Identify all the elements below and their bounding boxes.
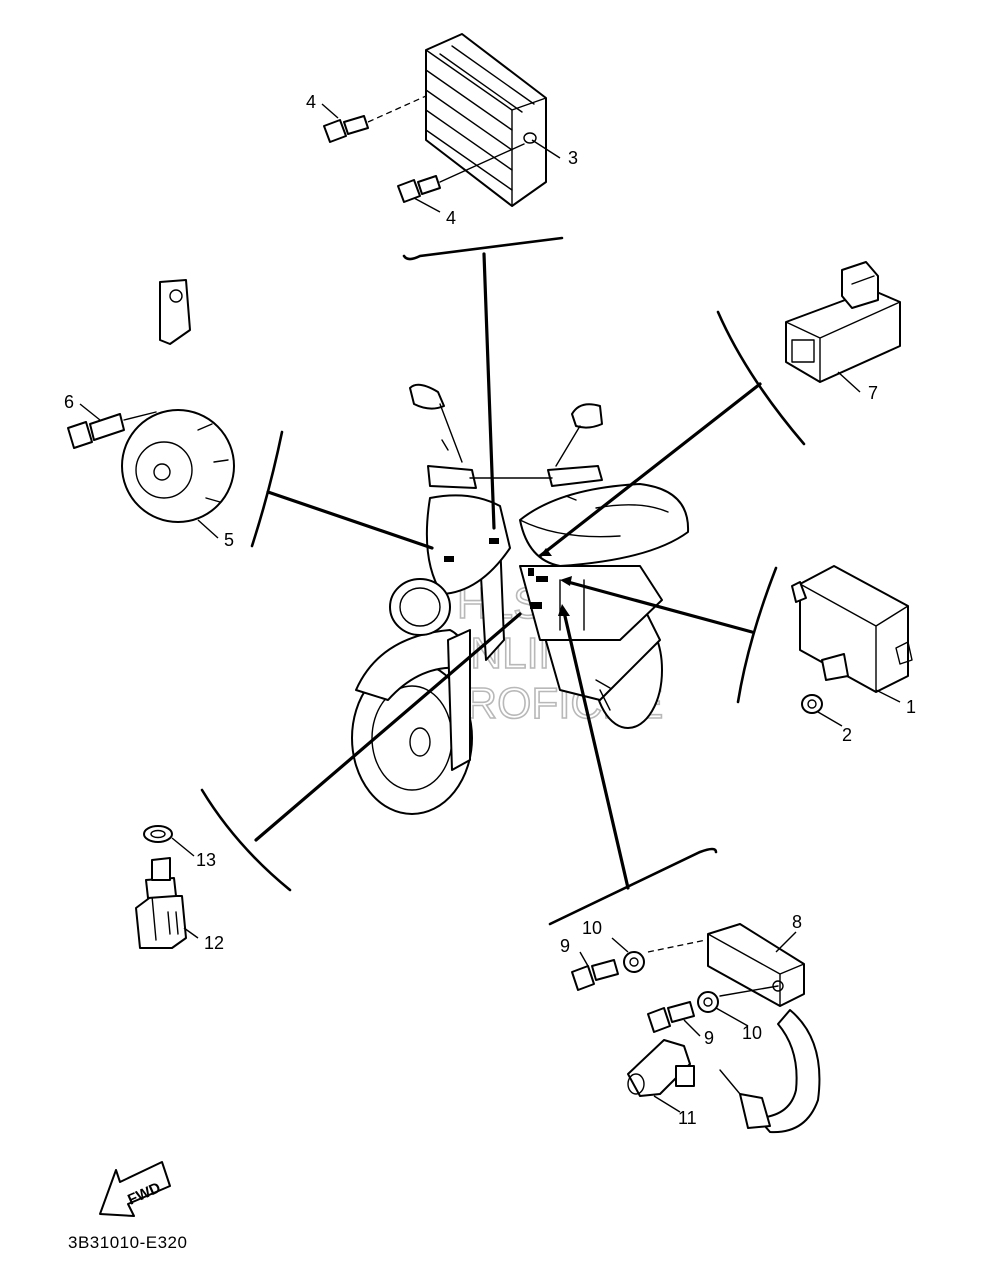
callout-9a: 9 [560, 936, 570, 956]
washer-coil-lower [697, 991, 719, 1013]
diagram-code: 3B31010-E320 [68, 1233, 187, 1252]
bolt-coil-lower [647, 1001, 695, 1033]
nut-cdi [801, 694, 823, 714]
cdi-unit [791, 565, 913, 693]
forward-direction-indicator: FWD [99, 1161, 171, 1217]
bolt-regulator-upper [323, 95, 427, 143]
gasket-switch [143, 825, 173, 843]
callout-1: 1 [906, 697, 916, 717]
callout-9b: 9 [704, 1028, 714, 1048]
regulator-rectifier [425, 33, 547, 207]
bolt-coil-upper [571, 959, 619, 991]
washer-coil-upper [623, 951, 645, 973]
motorcycle-illustration [351, 383, 690, 815]
callout-13: 13 [196, 850, 216, 870]
callout-10a: 10 [582, 918, 602, 938]
callout-numbers: 1 2 3 4 4 5 6 7 8 9 9 10 10 11 12 13 [64, 92, 916, 1128]
connector-relay [785, 261, 901, 383]
neutral-switch [135, 857, 187, 949]
callout-6: 6 [64, 392, 74, 412]
bolt-regulator-lower [397, 143, 525, 203]
callout-8: 8 [792, 912, 802, 932]
callout-3: 3 [568, 148, 578, 168]
callout-12: 12 [204, 933, 224, 953]
leader-lines [79, 103, 901, 1113]
ignition-coil [647, 923, 821, 1134]
callout-5: 5 [224, 530, 234, 550]
reference-lines [200, 236, 806, 926]
horn [121, 279, 235, 523]
callout-11: 11 [678, 1108, 697, 1128]
fwd-arrow-icon [99, 1161, 171, 1217]
callout-7: 7 [868, 383, 878, 403]
callout-4a: 4 [306, 92, 316, 112]
bolt-horn [67, 411, 157, 449]
spark-plug-cap [627, 1039, 695, 1097]
callout-2: 2 [842, 725, 852, 745]
callout-10b: 10 [742, 1023, 762, 1043]
callout-4b: 4 [446, 208, 456, 228]
